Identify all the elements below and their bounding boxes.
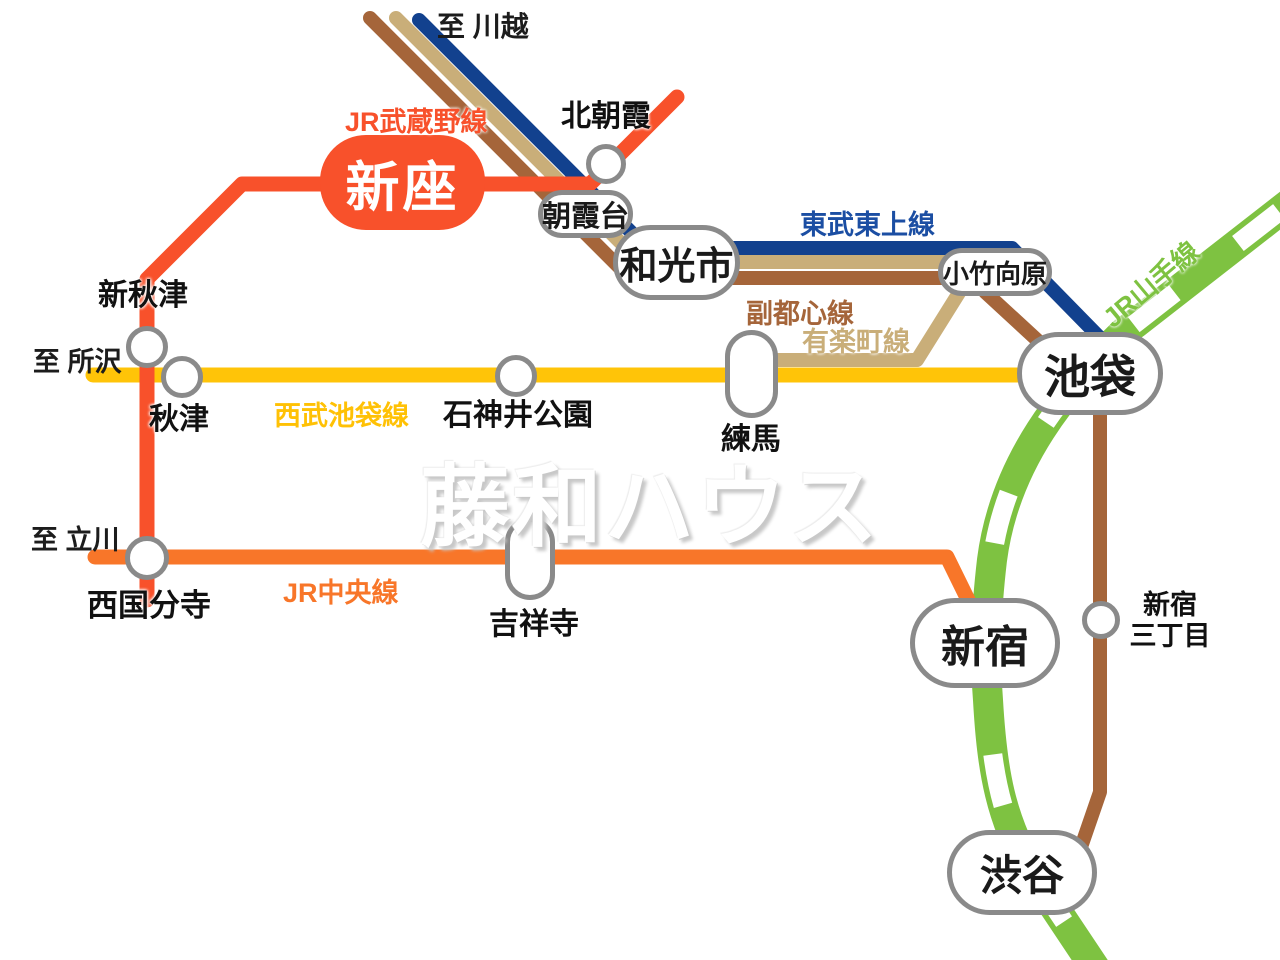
station-label-shinjuku-sanchome: 新宿三丁目: [1129, 590, 1211, 651]
station-label-nishi-kokubunji: 西国分寺: [87, 588, 211, 623]
station-shinjuku: 新宿: [910, 598, 1060, 688]
station-shinjuku-sanchome: [1082, 601, 1120, 639]
station-shibuya: 渋谷: [947, 830, 1097, 915]
station-kita-asaka: [586, 144, 626, 184]
station-nishi-kokubunji: [125, 536, 169, 580]
station-shin-akitsu: [126, 326, 168, 368]
station-nerima: [725, 330, 778, 418]
station-ikebukuro: 池袋: [1017, 332, 1163, 415]
line-jr-chuo: [87, 549, 981, 618]
line-yurakucho: [745, 281, 969, 367]
line-label-tobu-tojo: 東武東上線: [800, 210, 935, 240]
station-niiza: 新座: [320, 135, 485, 230]
station-label-kichijoji: 吉祥寺: [489, 608, 579, 641]
station-kotake-mukaihara: 小竹向原: [938, 248, 1052, 296]
direction-label-to-tachikawa: 至 立川: [31, 525, 120, 555]
station-label-kita-asaka: 北朝霞: [561, 100, 651, 133]
direction-label-to-tokorozawa: 至 所沢: [33, 347, 122, 377]
station-wakoshi: 和光市: [613, 225, 740, 300]
station-kichijoji: [505, 517, 555, 600]
line-tobu-tojo: [412, 13, 1115, 353]
line-label-fukutoshin: 副都心線: [746, 299, 854, 329]
station-label-shakujii-koen: 石神井公園: [443, 399, 593, 432]
station-akitsu: [161, 356, 203, 398]
station-label-nerima: 練馬: [721, 423, 781, 456]
station-label-shin-akitsu: 新秋津: [98, 279, 188, 312]
line-label-seibu-ikebukuro: 西武池袋線: [274, 401, 409, 431]
station-label-akitsu: 秋津: [149, 403, 209, 436]
line-label-jr-chuo: JR中央線: [283, 578, 399, 608]
direction-label-to-kawagoe: 至 川越: [437, 11, 529, 42]
station-shakujii-koen: [495, 355, 537, 397]
line-label-jr-musashino: JR武蔵野線: [345, 107, 488, 137]
station-asakadai: 朝霞台: [538, 190, 633, 238]
line-label-yurakucho: 有楽町線: [802, 327, 910, 357]
